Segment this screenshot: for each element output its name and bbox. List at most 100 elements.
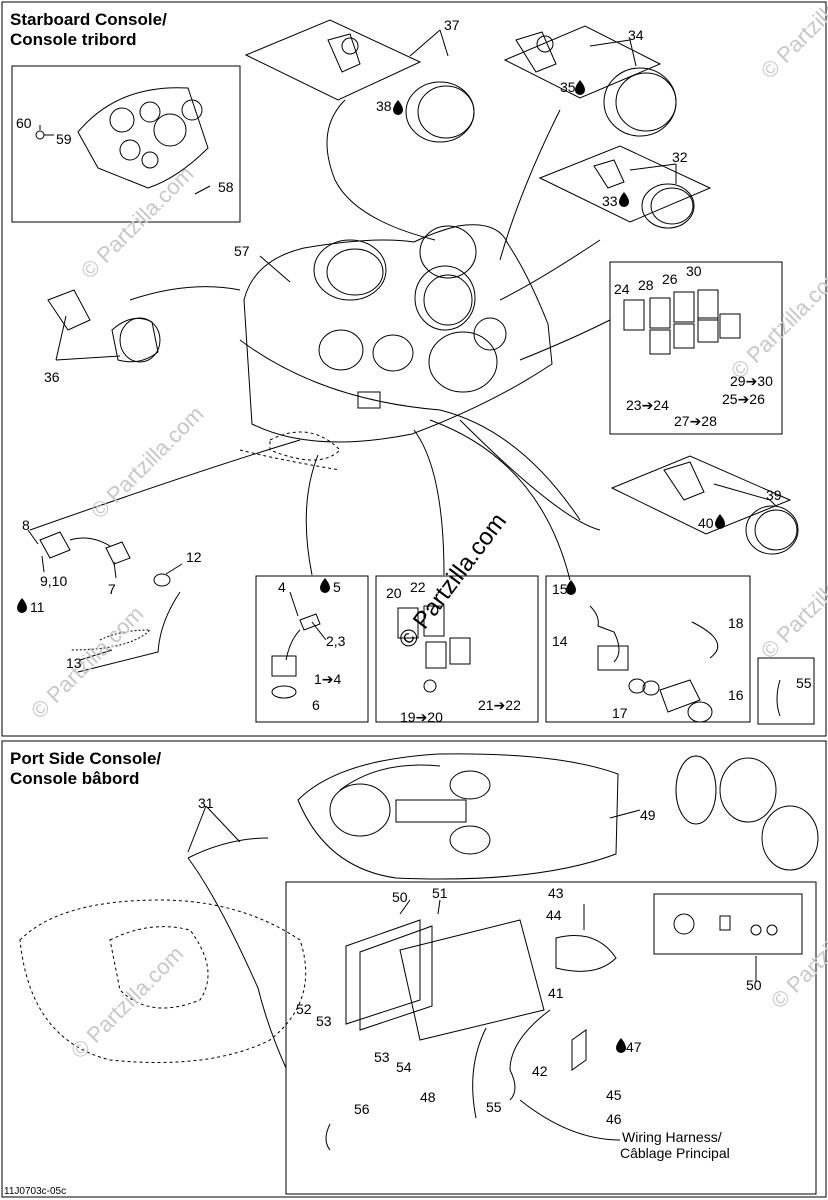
drop-icon — [616, 1038, 626, 1053]
callout-56: 56 — [354, 1101, 370, 1117]
starboard-console-title: Starboard Console/ Console tribord — [10, 10, 167, 50]
drop-icon — [715, 514, 725, 529]
switch-pair — [397, 605, 471, 693]
callout-6: 6 — [312, 697, 320, 713]
starboard-title-line1: Starboard Console/ — [10, 10, 167, 29]
clamp-inset-box — [757, 657, 815, 725]
callout-40: 40 — [698, 515, 714, 531]
gauge-34-platform — [503, 25, 662, 99]
callout-43: 43 — [548, 885, 564, 901]
callout-51: 51 — [432, 885, 448, 901]
clamp-55 — [776, 679, 781, 717]
callout-33: 33 — [602, 193, 618, 209]
callout-labels: 37 38 34 35 32 33 60 59 58 57 36 24 28 2… — [16, 17, 812, 1161]
port-console-outline — [19, 899, 307, 1063]
callout-36: 36 — [44, 369, 60, 385]
callout-60: 60 — [16, 115, 32, 131]
wiring-harness-label-line2: Câblage Principal — [620, 1145, 730, 1161]
port-console-title: Port Side Console/ Console bâbord — [10, 749, 161, 789]
callout-19-20: 19➔20 — [400, 709, 443, 725]
callout-59: 59 — [56, 131, 72, 147]
watermark-1: © Partzilla.com — [756, 0, 828, 84]
radio-unit — [345, 893, 803, 1041]
callout-44: 44 — [546, 907, 562, 923]
callout-18: 18 — [728, 615, 744, 631]
callout-58: 58 — [218, 179, 234, 195]
callout-26: 26 — [662, 271, 678, 287]
callout-14: 14 — [552, 633, 568, 649]
watermark-7: © Partzilla.com — [66, 941, 189, 1064]
drop-icons — [17, 80, 725, 1053]
drop-icon — [575, 80, 585, 95]
callout-53-right: 53 — [374, 1049, 390, 1065]
drop-icon — [393, 100, 403, 115]
callout-7: 7 — [108, 581, 116, 597]
drop-icon — [566, 580, 576, 595]
callout-4: 4 — [278, 579, 286, 595]
callout-15: 15 — [552, 581, 568, 597]
callout-47: 47 — [626, 1039, 642, 1055]
port-frame — [1, 740, 827, 1198]
port-title-line2: Console bâbord — [10, 769, 140, 788]
callout-13: 13 — [66, 655, 82, 671]
courtesy-light-harness — [39, 531, 181, 673]
callout-38: 38 — [376, 98, 392, 114]
callout-55-starboard: 55 — [796, 675, 812, 691]
callout-41: 41 — [548, 985, 564, 1001]
callout-17: 17 — [612, 705, 628, 721]
drop-icon — [619, 192, 629, 207]
antenna-31 — [187, 837, 269, 859]
callout-46: 46 — [606, 1111, 622, 1127]
callout-49: 49 — [640, 807, 656, 823]
water-sensor — [271, 613, 321, 699]
watermark-3: © Partzilla.com — [86, 401, 209, 524]
callout-34: 34 — [628, 27, 644, 43]
callout-39: 39 — [766, 487, 782, 503]
callout-25-26: 25➔26 — [722, 391, 765, 407]
horn-switch-inset-box — [545, 575, 751, 723]
callout-54: 54 — [396, 1059, 412, 1075]
gauge-39-platform — [610, 455, 792, 535]
callout-24: 24 — [614, 281, 630, 297]
clamp-56 — [325, 1123, 331, 1151]
switch-panel — [623, 289, 741, 355]
starboard-title-line2: Console tribord — [10, 30, 137, 49]
horn-switch — [589, 605, 719, 723]
callout-52: 52 — [296, 1001, 312, 1017]
callout-8: 8 — [22, 517, 30, 533]
callout-31: 31 — [198, 795, 214, 811]
watermark-6: © Partzilla.com — [756, 541, 828, 664]
starboard-frame — [1, 1, 827, 737]
callout-2-3: 2,3 — [326, 633, 346, 649]
speaker-assembly — [675, 755, 819, 871]
callout-45: 45 — [606, 1087, 622, 1103]
callout-48: 48 — [420, 1089, 436, 1105]
radio-inset-box — [285, 881, 817, 1195]
callout-1-4: 1➔4 — [314, 671, 342, 687]
callout-27-28: 27➔28 — [674, 413, 717, 429]
watermark-group: © Partzilla.com © Partzilla.com © Partzi… — [26, 0, 828, 1064]
bracket-42 — [571, 1029, 587, 1071]
callout-5: 5 — [333, 579, 341, 595]
watermark-5: © Partzilla.com — [26, 601, 149, 724]
callout-12: 12 — [186, 549, 202, 565]
harness-wire — [509, 1009, 551, 1101]
bezel-inset-box — [11, 65, 241, 223]
port-title-line1: Port Side Console/ — [10, 749, 162, 768]
switch-pair-inset-box — [375, 575, 539, 723]
callout-16: 16 — [728, 687, 744, 703]
callout-30: 30 — [686, 263, 702, 279]
leader-lines — [27, 29, 777, 982]
console-bezel-small — [35, 87, 209, 189]
drop-icon — [320, 578, 330, 593]
boat-top-view — [297, 753, 619, 880]
callout-29-30: 29➔30 — [730, 373, 773, 389]
callout-57: 57 — [234, 243, 250, 259]
callout-28: 28 — [638, 277, 654, 293]
sensor-inset-box — [255, 575, 369, 723]
switch-inset-box — [609, 261, 783, 435]
callout-22: 22 — [410, 579, 426, 595]
ground-wire-48 — [472, 1027, 487, 1119]
callout-37: 37 — [444, 17, 460, 33]
callout-23-24: 23➔24 — [626, 397, 669, 413]
